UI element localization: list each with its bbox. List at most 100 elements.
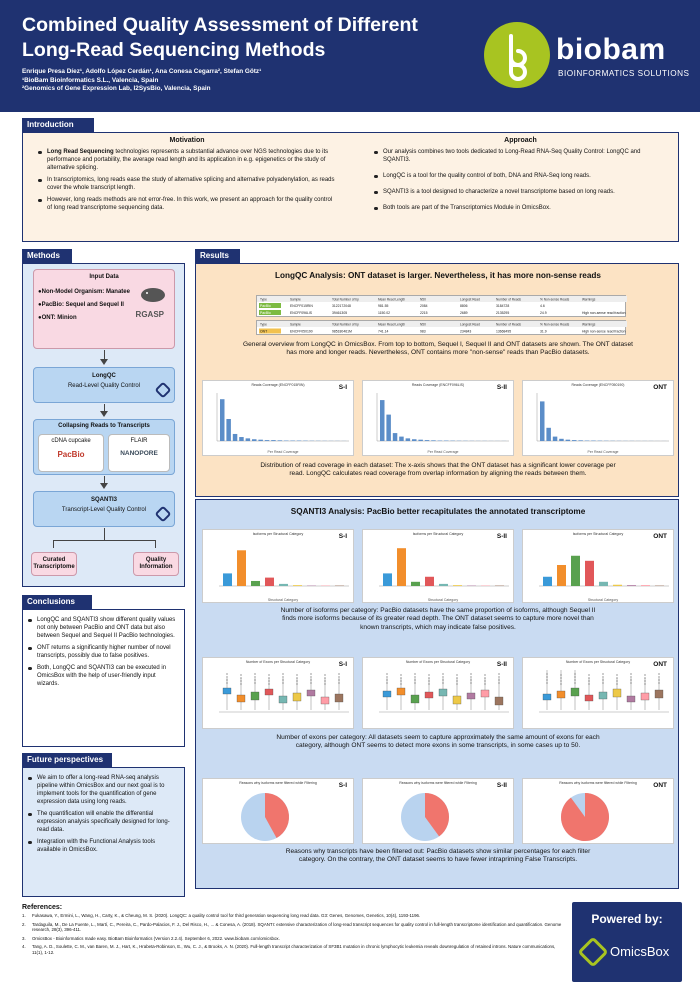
sqanti-results-title: SQANTI3 Analysis: PacBio better recapitu… <box>290 507 586 516</box>
pie-slice-main <box>265 793 289 839</box>
outlier-point <box>240 680 242 682</box>
table-header-cell: Number of Reads <box>496 323 521 327</box>
exon-box <box>584 694 594 702</box>
exon-box <box>396 687 406 696</box>
outlier-point <box>268 680 270 682</box>
chart-title: Reasons why isoforms were filtered while… <box>239 781 317 785</box>
filter-chart-s1: Reasons why isoforms were filtered while… <box>202 778 354 844</box>
coverage-bar <box>226 419 231 441</box>
table-header-cell: Type <box>260 323 267 327</box>
table-header-cell: Number of Reads <box>496 298 521 302</box>
coverage-chart-s1: Reads Coverage (ENCFF015RIN) S-I Per Rea… <box>202 380 354 456</box>
outlier-point <box>644 674 646 676</box>
introduction-tab: Introduction <box>22 118 94 132</box>
coverage-bar <box>552 436 558 441</box>
coverage-bar <box>380 400 385 441</box>
outlier-point <box>338 676 340 678</box>
conclusion-item: ONT returns a significantly higher numbe… <box>27 644 178 660</box>
exon-box <box>410 694 420 704</box>
x-axis-label: Structural Category <box>428 598 458 602</box>
exon-box <box>480 689 490 698</box>
coverage-caption: Distribution of read coverage in each da… <box>260 462 616 478</box>
outlier-point <box>414 679 416 681</box>
affiliation-2: ²Genomics of Gene Expression Lab, I2SysB… <box>22 85 211 93</box>
chart-label: S-I <box>338 661 347 668</box>
motivation-item: Long Read Sequencing technologies repres… <box>37 148 337 172</box>
isoform-bar <box>425 576 434 586</box>
biobam-logo-icon <box>484 22 550 88</box>
outlier-point <box>254 682 256 684</box>
isoform-bar <box>411 581 420 586</box>
cdna-label: cDNA cupcake <box>51 438 91 444</box>
chart-title: Reads Coverage (ENCFF096LIS) <box>411 383 465 387</box>
chart-label: ONT <box>653 782 667 789</box>
future-tab: Future perspectives <box>22 753 112 767</box>
outlier-point <box>498 679 500 681</box>
isoform-bar <box>279 583 288 586</box>
outlier-point <box>630 673 632 675</box>
flair-label: FLAIR <box>130 438 148 444</box>
outlier-point <box>546 673 548 675</box>
exon-box <box>236 694 246 703</box>
table-type-badge <box>259 303 281 308</box>
table-header-row <box>257 296 627 302</box>
outlier-point <box>498 676 500 678</box>
chart-title: Reasons why isoforms were filtered while… <box>559 781 637 785</box>
filter-chart-ont: Reasons why isoforms were filtered while… <box>522 778 674 844</box>
coverage-chart-ont: Reads Coverage (ENCFF050190) ONT Per Rea… <box>522 380 674 456</box>
outlier-point <box>442 682 444 684</box>
chart-label: ONT <box>653 384 667 391</box>
outlier-point <box>324 674 326 676</box>
outlier-point <box>240 674 242 676</box>
x-axis-label: Structural Category <box>268 598 298 602</box>
exon-box <box>382 690 392 698</box>
outlier-point <box>268 674 270 676</box>
exon-chart-s1: Number of Exons per Structural Category … <box>202 657 354 729</box>
coverage-bar <box>559 438 564 441</box>
collapse-title: Collapsing Reads to Transcripts <box>58 423 150 429</box>
isoform-bar <box>557 565 566 586</box>
isoform-bar <box>543 576 552 586</box>
motivation-column: Motivation Long Read Sequencing technolo… <box>37 137 337 212</box>
outlier-point <box>400 680 402 682</box>
coverage-chart-s2: Reads Coverage (ENCFF096LIS) S-II Per Re… <box>362 380 514 456</box>
outlier-point <box>484 674 486 676</box>
outlier-point <box>616 674 618 676</box>
outlier-point <box>484 680 486 682</box>
exon-box <box>654 689 664 699</box>
chart-title: Number of Exons per Structural Category <box>245 660 311 664</box>
outlier-point <box>428 674 430 676</box>
table-cell: 2084 <box>420 304 428 308</box>
flow-line <box>53 540 54 548</box>
table-cell: 741.14 <box>378 330 388 334</box>
outlier-point <box>574 676 576 678</box>
coverage-bar <box>245 438 251 441</box>
coverage-bar <box>572 440 577 441</box>
isoform-bar <box>397 548 406 586</box>
exon-box <box>542 693 552 701</box>
longqc-title: LongQC <box>92 373 116 379</box>
flow-line <box>104 528 105 540</box>
curated-transcriptome-box: Curated Transcriptome <box>31 552 77 576</box>
table-header-cell: Total Number of bp <box>332 298 359 302</box>
outlier-point <box>574 682 576 684</box>
exon-caption: Number of exons per category: All datase… <box>276 734 600 750</box>
outlier-point <box>456 677 458 679</box>
outlier-point <box>630 682 632 684</box>
approach-column: Approach Our analysis combines two tools… <box>373 137 668 212</box>
outlier-point <box>574 673 576 675</box>
coverage-bar <box>252 439 257 441</box>
outlier-point <box>428 677 430 679</box>
flow-arrow <box>100 411 108 417</box>
exon-box <box>292 692 302 702</box>
coverage-bar <box>399 436 404 441</box>
flow-line <box>104 476 105 484</box>
coverage-bar <box>578 440 583 441</box>
outlier-point <box>442 679 444 681</box>
table-cell: ENCFF050190 <box>290 330 313 334</box>
outlier-point <box>240 683 242 685</box>
outlier-point <box>456 674 458 676</box>
manatee-icon <box>138 284 168 306</box>
sqanti-title: SQANTI3 <box>90 497 117 503</box>
longqc-box: LongQC Read-Level Quality Control <box>33 367 175 403</box>
